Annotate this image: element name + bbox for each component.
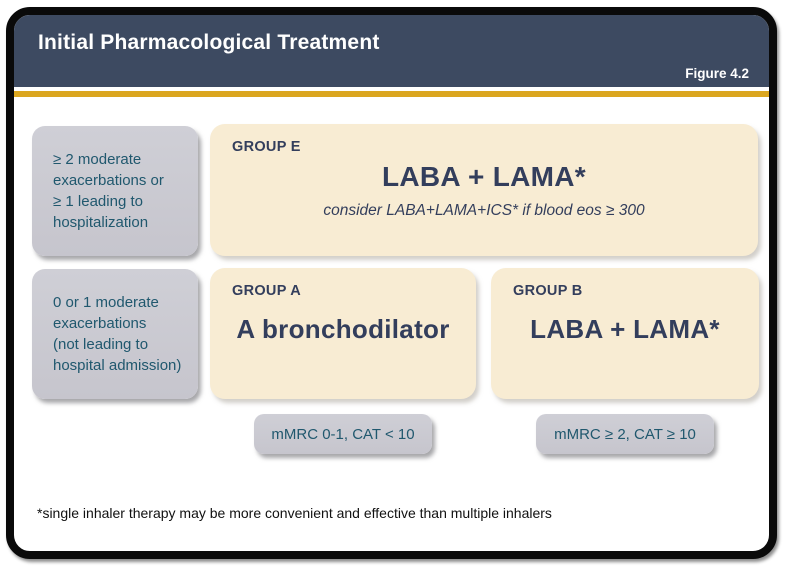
group-a-treatment: A bronchodilator <box>236 314 450 344</box>
group-b-treatment: LABA + LAMA* <box>530 314 720 344</box>
group-box-e: GROUP E LABA + LAMA* consider LABA+LAMA+… <box>210 124 758 256</box>
diagram-content: ≥ 2 moderate exacerbations or ≥ 1 leadin… <box>14 97 769 551</box>
group-box-a: GROUP A A bronchodilator <box>210 268 476 399</box>
page-frame: Initial Pharmacological Treatment Figure… <box>6 7 777 559</box>
gold-accent-line <box>14 91 769 97</box>
assessment-pill-group-b: mMRC ≥ 2, CAT ≥ 10 <box>536 414 714 454</box>
group-b-label: GROUP B <box>513 283 583 299</box>
group-a-label: GROUP A <box>232 283 301 299</box>
page-title: Initial Pharmacological Treatment <box>38 31 380 54</box>
figure-number-label: Figure 4.2 <box>685 66 749 81</box>
criteria-box-low-exacerbation: 0 or 1 moderate exacerbations (not leadi… <box>32 269 198 399</box>
criteria-box-high-exacerbation: ≥ 2 moderate exacerbations or ≥ 1 leadin… <box>32 126 198 256</box>
group-e-label: GROUP E <box>232 139 301 155</box>
group-box-b: GROUP B LABA + LAMA* <box>491 268 759 399</box>
group-e-treatment: LABA + LAMA* <box>381 161 586 192</box>
assessment-pill-group-a: mMRC 0-1, CAT < 10 <box>254 414 432 454</box>
header-bar: Initial Pharmacological Treatment Figure… <box>14 15 769 87</box>
group-e-treatment-note: consider LABA+LAMA+ICS* if blood eos ≥ 3… <box>323 202 645 219</box>
footnote: *single inhaler therapy may be more conv… <box>37 505 552 521</box>
